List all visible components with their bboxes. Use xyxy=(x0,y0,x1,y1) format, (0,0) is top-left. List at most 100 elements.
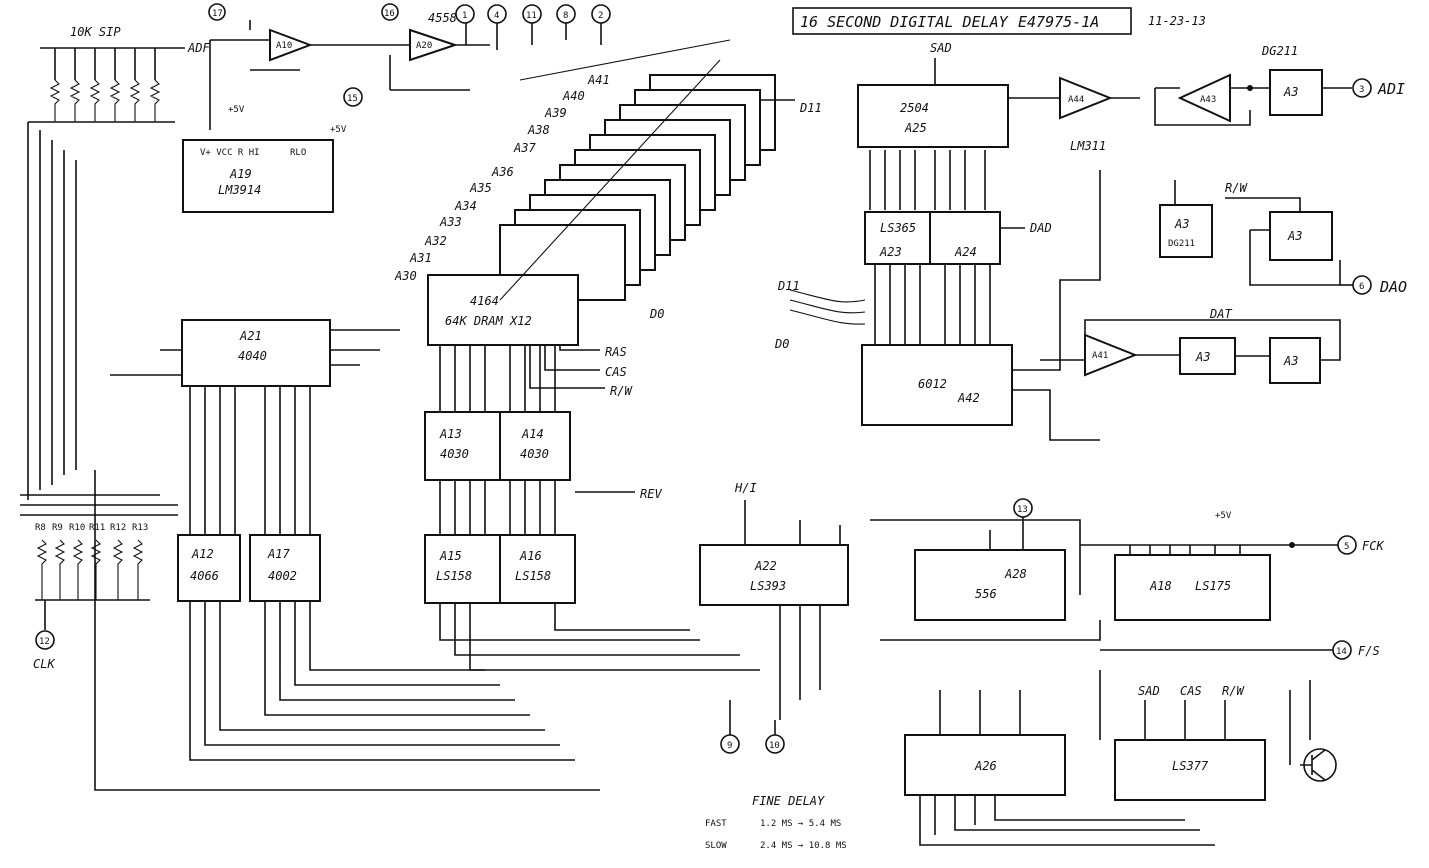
drawing-date: 11-23-13 xyxy=(1148,14,1206,28)
top-connectors: 17 16 1 4 11 8 2 15 xyxy=(208,3,611,107)
chip-a15: A15 LS158 xyxy=(424,534,501,604)
a19-label: A19 xyxy=(229,167,252,181)
cas-label-lower: CAS xyxy=(1180,684,1202,698)
a28-label: A28 xyxy=(1004,567,1027,581)
a42-part: A42 xyxy=(957,391,980,405)
chip-a3-dg: A3 DG211 xyxy=(1159,180,1213,258)
a25-label: 2504 xyxy=(900,101,929,115)
conn-16: 16 xyxy=(384,9,395,19)
a23-part: LS365 xyxy=(880,221,916,235)
addr-a40: A40 xyxy=(562,89,585,103)
a21-part: 4040 xyxy=(238,349,267,363)
supply-labels: +5V +5V +5V xyxy=(228,105,1232,521)
fine-delay-heading: FINE DELAY xyxy=(752,794,825,808)
svg-text:RLO: RLO xyxy=(290,148,306,158)
d11-label-bus: D11 xyxy=(777,279,800,293)
chip-a41: A41 xyxy=(1040,319,1341,377)
a3-label-3: A3 xyxy=(1287,229,1302,243)
a24-label: A24 xyxy=(954,245,977,259)
d0-label-dram: D0 xyxy=(649,307,664,321)
a14-label: A14 xyxy=(521,427,544,441)
a18-label: A18 xyxy=(1149,579,1172,593)
chip-a43: A43 xyxy=(1154,73,1270,126)
a18-part: LS175 xyxy=(1195,579,1231,593)
a22-label: A22 xyxy=(754,559,777,573)
conn-8: 8 xyxy=(563,11,568,21)
a3-label-1: A3 xyxy=(1283,85,1298,99)
addr-a36: A36 xyxy=(491,165,514,179)
vs-label-3: +5V xyxy=(1215,511,1232,521)
title-block: 16 SECOND DIGITAL DELAY E47975-1A 11-23-… xyxy=(792,7,1206,35)
addr-a39: A39 xyxy=(544,106,567,120)
sad-label-lower: SAD xyxy=(1138,684,1160,698)
gate-a3-1: A3 DAT xyxy=(1179,307,1270,375)
res-label-r11: R11 xyxy=(89,523,105,533)
fine-delay-range-slow: 2.4 MS → 10.8 MS xyxy=(760,841,847,851)
addr-a32: A32 xyxy=(424,234,447,248)
cas-label: CAS xyxy=(605,365,627,379)
addr-a38: A38 xyxy=(527,123,550,137)
a43-label: A43 xyxy=(1200,95,1216,105)
adi-label: ADI xyxy=(1377,80,1405,98)
fine-delay-mode-slow: SLOW xyxy=(705,841,727,851)
rw-label-dram: R/W xyxy=(610,384,633,398)
chip-a24: A24 DAD D11 D0 xyxy=(774,211,1052,351)
conn-15: 15 xyxy=(347,94,358,104)
chip-a14: A14 4030 xyxy=(439,345,571,481)
conn-1: 1 xyxy=(462,11,467,21)
a19-part: LM3914 xyxy=(218,183,261,197)
a22-part: LS393 xyxy=(750,579,786,593)
a16-part: LS158 xyxy=(515,569,551,583)
fck-label: FCK xyxy=(1362,539,1384,553)
res-label-r8: R8 xyxy=(35,523,46,533)
chip-a19: A19 LM3914 V+ VCC R HI RLO xyxy=(182,139,334,213)
dram-part: 64K DRAM X12 xyxy=(445,314,532,328)
res-pack-label: 10K SIP xyxy=(70,25,121,39)
conn-6: 6 xyxy=(1359,282,1364,292)
a44-label: A44 xyxy=(1068,95,1084,105)
chip-a3-adi: A3 DG211 3 ADI xyxy=(1261,44,1405,116)
ras-label: RAS xyxy=(605,345,627,359)
dram-stack: 4164 64K DRAM X12 xyxy=(427,39,776,346)
chip-a27: LS377 SAD CAS R/W xyxy=(1099,670,1337,801)
a16-label: A16 xyxy=(519,549,542,563)
a26-label: A26 xyxy=(974,759,997,773)
dao-label: DAO xyxy=(1379,278,1407,296)
addr-a41: A41 xyxy=(587,73,610,87)
dad-label: DAD xyxy=(1029,221,1052,235)
chip-a21: A21 4040 xyxy=(110,319,400,540)
chip-a13: A13 4030 xyxy=(424,411,501,481)
addr-a31: A31 xyxy=(409,251,432,265)
resistor-pack-section: 10K SIP ADF xyxy=(27,25,210,500)
a3-label-5: A3 xyxy=(1283,354,1298,368)
a41-label: A41 xyxy=(1092,351,1108,361)
a12-part: 4066 xyxy=(190,569,219,583)
dram-label: 4164 xyxy=(470,294,499,308)
chip-a23: LS365 A23 xyxy=(864,211,931,265)
timing-resistors: R8 R9 R10 R11 R12 R13 12 CLK xyxy=(20,494,178,671)
chip-a3-dao: A3 R/W 6 DAO xyxy=(1225,181,1407,296)
addr-a34: A34 xyxy=(454,199,477,213)
a3-label-2: A3 xyxy=(1174,217,1189,231)
a20-label: A20 xyxy=(416,41,432,51)
drawing-number: E47975-1A xyxy=(1018,13,1099,31)
address-line-labels: A41 A40 A39 A38 A37 A36 A35 A34 A33 A32 … xyxy=(394,73,610,283)
a17-label: A17 xyxy=(267,547,290,561)
chip-a17: A17 4002 xyxy=(249,534,321,602)
a28-part: 556 xyxy=(975,587,997,601)
svg-text:V+ VCC R HI: V+ VCC R HI xyxy=(200,148,260,158)
conn-9: 9 xyxy=(727,741,732,751)
chip-a44: A44 LM311 xyxy=(1008,76,1140,153)
schematic-title: 16 SECOND DIGITAL DELAY xyxy=(800,13,1009,31)
a23-label: A23 xyxy=(879,245,902,259)
vs-label-2: +5V xyxy=(330,125,347,135)
fs-label: F/S xyxy=(1358,644,1380,658)
hi-label: H/I xyxy=(734,481,757,495)
a21-label: A21 xyxy=(239,329,262,343)
lower-bus xyxy=(94,470,760,791)
addr-a30: A30 xyxy=(394,269,417,283)
rw-label-lower: R/W xyxy=(1222,684,1245,698)
conn-14: 14 xyxy=(1336,647,1347,657)
rw-label-right: R/W xyxy=(1225,181,1248,195)
lm311-label: LM311 xyxy=(1070,139,1106,153)
